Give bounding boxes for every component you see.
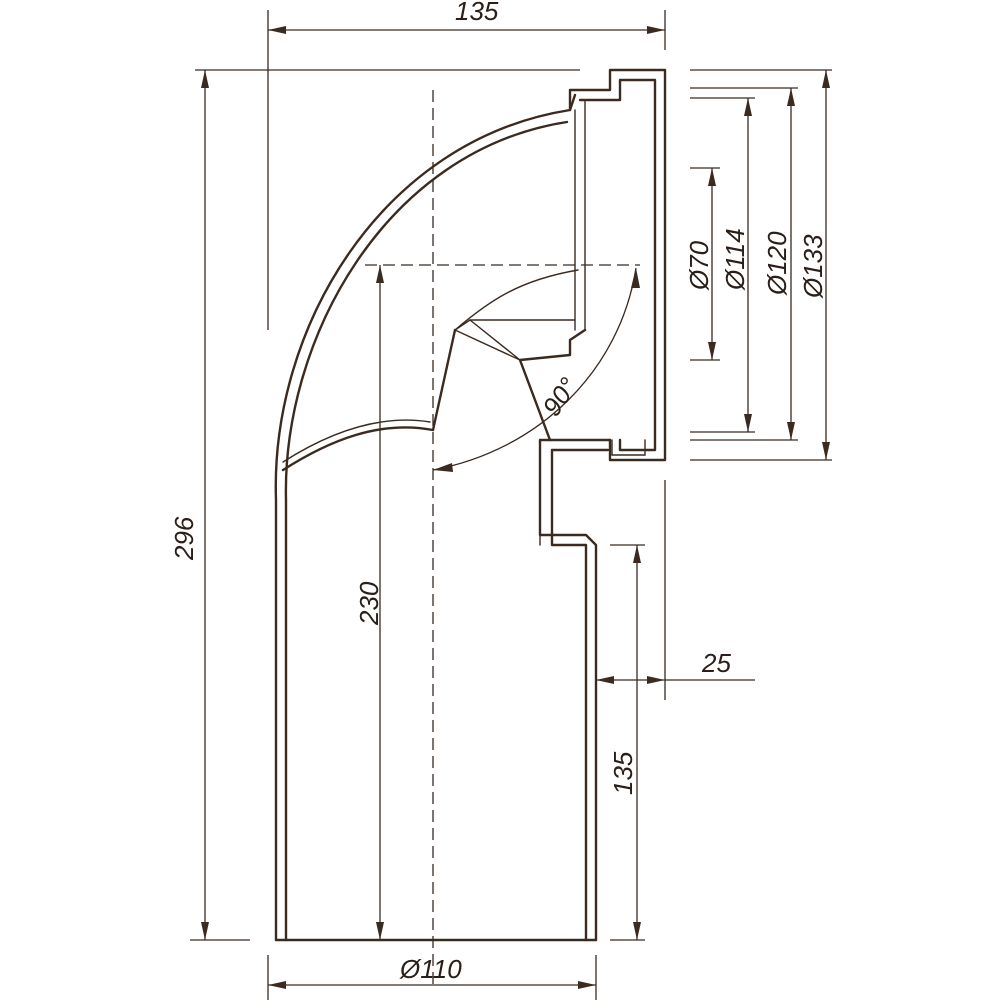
- socket-flange: [568, 68, 667, 462]
- dim-top-width-label: 135: [455, 0, 499, 26]
- dim-total-height: [190, 69, 580, 941]
- dim-socket-diameter: [690, 87, 798, 441]
- dim-bend-angle: [432, 267, 640, 472]
- cutaway-section: [281, 269, 587, 472]
- dim-inner-diameter: [690, 167, 720, 361]
- elbow-body: [274, 93, 612, 942]
- dim-total-height-label: 296: [169, 516, 199, 561]
- dim-bore-diameter-label: Ø114: [720, 228, 750, 291]
- dim-bore-diameter: [690, 97, 755, 433]
- dim-top-width: [267, 10, 666, 330]
- dim-spigot-diameter: [267, 955, 597, 1000]
- dim-center-height: [376, 265, 384, 940]
- dim-outlet-offset: [596, 480, 755, 700]
- dim-flange-diameter-label: Ø133: [798, 234, 828, 299]
- dim-inner-diameter-label: Ø70: [684, 240, 714, 291]
- dim-flange-diameter: [690, 69, 832, 461]
- center-lines: [365, 90, 640, 985]
- dim-spigot-diameter-label: Ø110: [399, 954, 462, 984]
- dim-spigot-length: [610, 544, 645, 941]
- dim-outlet-offset-label: 25: [701, 648, 731, 678]
- dim-socket-diameter-label: Ø120: [762, 231, 792, 296]
- dim-bend-angle-label: 90°: [536, 372, 583, 421]
- dim-center-height-label: 230: [354, 581, 384, 626]
- dim-spigot-length-label: 135: [608, 751, 638, 795]
